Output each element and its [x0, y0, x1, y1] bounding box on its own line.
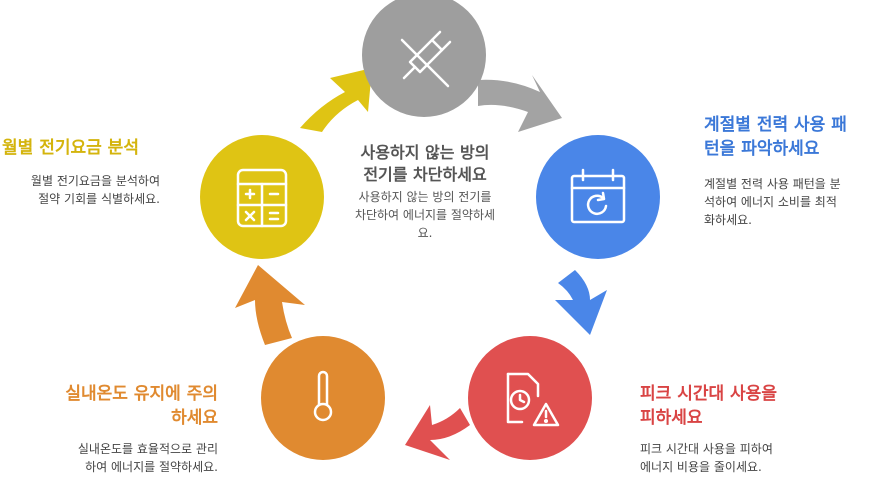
- thermometer-icon: [313, 370, 333, 422]
- step-description-peak: 피크 시간대 사용을 피하여 에너지 비용을 줄이세요.: [640, 442, 773, 474]
- cycle-arrow-temperature-to-bill: [235, 265, 305, 345]
- step-title-bill: 월별 전기요금 분석: [2, 138, 139, 158]
- clock-warning-icon: [506, 372, 560, 427]
- unplug-icon: [400, 30, 452, 88]
- step-title-peak: 피크 시간대 사용을 피하세요: [640, 384, 777, 428]
- cycle-arrow-bill-to-plug: [300, 68, 372, 132]
- calendar-refresh-icon: [570, 168, 626, 224]
- center-title: 사용하지 않는 방의 전기를 차단하세요: [360, 143, 490, 184]
- step-description-calendar: 계절별 전력 사용 패턴을 분 석하여 에너지 소비를 최적 화하세요.: [704, 177, 841, 227]
- cycle-arrow-peak-to-temperature: [405, 405, 470, 460]
- step-circle-temperature: [261, 336, 385, 460]
- step-title-temperature: 실내온도 유지에 주의 하세요: [65, 384, 218, 428]
- step-description-temperature: 실내온도를 효율적으로 관리 하여 에너지를 절약하세요.: [77, 442, 218, 474]
- calculator-icon: [236, 168, 288, 228]
- step-description-bill: 월별 전기요금을 분석하여 절약 기회를 식별하세요.: [30, 174, 160, 206]
- step-circle-plug: [362, 0, 486, 117]
- center-description: 사용하지 않는 방의 전기를 차단하여 에너지를 절약하세 요.: [354, 190, 496, 240]
- cycle-arrow-calendar-to-peak: [555, 270, 607, 335]
- step-title-calendar: 계절별 전력 사용 패 턴을 파악하세요: [704, 115, 847, 159]
- cycle-arrow-plug-to-calendar: [478, 75, 562, 132]
